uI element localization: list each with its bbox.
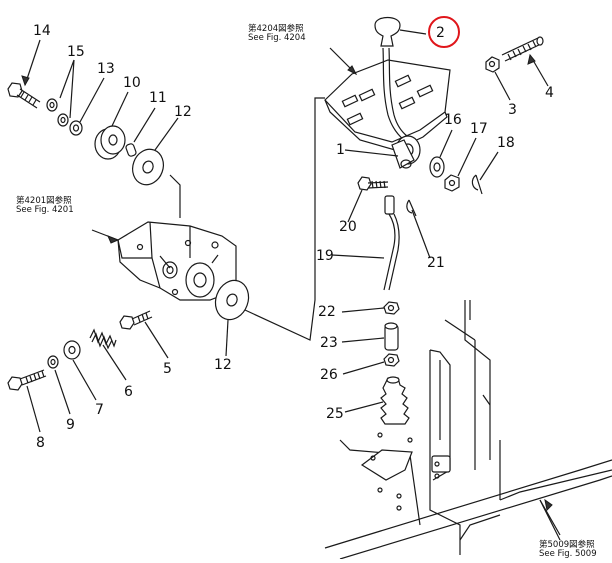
- leader-lines: [24, 29, 561, 541]
- arrow: [107, 235, 120, 244]
- figure-reference-5009-en: See Fig. 5009: [539, 548, 597, 559]
- nut-22: [383, 301, 400, 315]
- part-label-16: 16: [444, 112, 462, 128]
- part-label-21: 21: [427, 255, 445, 271]
- nut-13: [69, 120, 83, 136]
- bracket: [117, 221, 237, 301]
- spacer-23: [384, 322, 399, 351]
- part-label-11: 11: [149, 90, 167, 106]
- part-label-8: 8: [36, 435, 45, 451]
- part-label-26: 26: [320, 367, 338, 383]
- washer-15a: [46, 98, 58, 112]
- figure-reference-4201: 第4201図参照 See Fig. 4201: [16, 197, 74, 215]
- figure-reference-5009-cn: 第5009図参照: [539, 540, 595, 550]
- figure-reference-5009: 第5009図参照 See Fig. 5009: [539, 541, 597, 559]
- part-label-7: 7: [95, 402, 104, 418]
- part-label-3: 3: [508, 102, 517, 118]
- boot-25: [380, 376, 410, 425]
- nut-7: [63, 340, 81, 360]
- part-label-1: 1: [336, 142, 345, 158]
- part-label-5: 5: [163, 361, 172, 377]
- figure-reference-4204-en: See Fig. 4204: [248, 32, 306, 43]
- bolt-8: [7, 369, 47, 391]
- part-label-19: 19: [316, 248, 334, 264]
- arrow: [544, 498, 553, 512]
- part-label-14: 14: [33, 23, 51, 39]
- figure-reference-4204: 第4204図参照 See Fig. 4204: [248, 25, 306, 43]
- figure-reference-4201-cn: 第4201図参照: [16, 196, 72, 206]
- bolt-5: [119, 310, 153, 330]
- bolt-14: [7, 82, 41, 109]
- washer-12a: [132, 148, 164, 186]
- arrow: [347, 65, 358, 76]
- bolt-20: [357, 176, 389, 191]
- washer-15b: [57, 113, 69, 127]
- part-label-10: 10: [123, 75, 141, 91]
- shift-lever: [382, 47, 421, 169]
- part-label-13: 13: [97, 61, 115, 77]
- pin-18: [471, 174, 483, 195]
- figure-reference-4201-en: See Fig. 4201: [16, 204, 74, 215]
- bushing-10: [94, 125, 126, 160]
- pin-21: [406, 199, 417, 217]
- part-label-23: 23: [320, 335, 338, 351]
- lever-plate: [324, 59, 451, 151]
- washer-9: [47, 355, 59, 369]
- lever-knob: [374, 16, 401, 47]
- rod-19: [383, 195, 400, 291]
- nut-3: [485, 56, 500, 73]
- part-label-12b: 12: [214, 357, 232, 373]
- frame: [324, 300, 612, 560]
- part-label-20: 20: [339, 219, 357, 235]
- pin-11: [125, 143, 137, 157]
- part-label-6: 6: [124, 384, 133, 400]
- nut-17: [444, 174, 460, 192]
- figure-reference-4204-cn: 第4204図参照: [248, 24, 304, 34]
- part-label-22: 22: [318, 304, 336, 320]
- part-label-18: 18: [497, 135, 515, 151]
- arrow: [527, 53, 536, 65]
- bolt-4: [501, 36, 544, 62]
- part-label-17: 17: [470, 121, 488, 137]
- highlight-circle-part-2: [428, 16, 460, 48]
- part-label-25: 25: [326, 406, 344, 422]
- part-label-12a: 12: [174, 104, 192, 120]
- part-label-9: 9: [66, 417, 75, 433]
- part-label-4: 4: [545, 85, 554, 101]
- arrow: [21, 75, 30, 87]
- washer-16: [429, 156, 445, 178]
- spring-6: [89, 328, 117, 350]
- nut-26: [383, 353, 400, 367]
- washer-12b: [214, 279, 250, 321]
- part-label-15: 15: [67, 44, 85, 60]
